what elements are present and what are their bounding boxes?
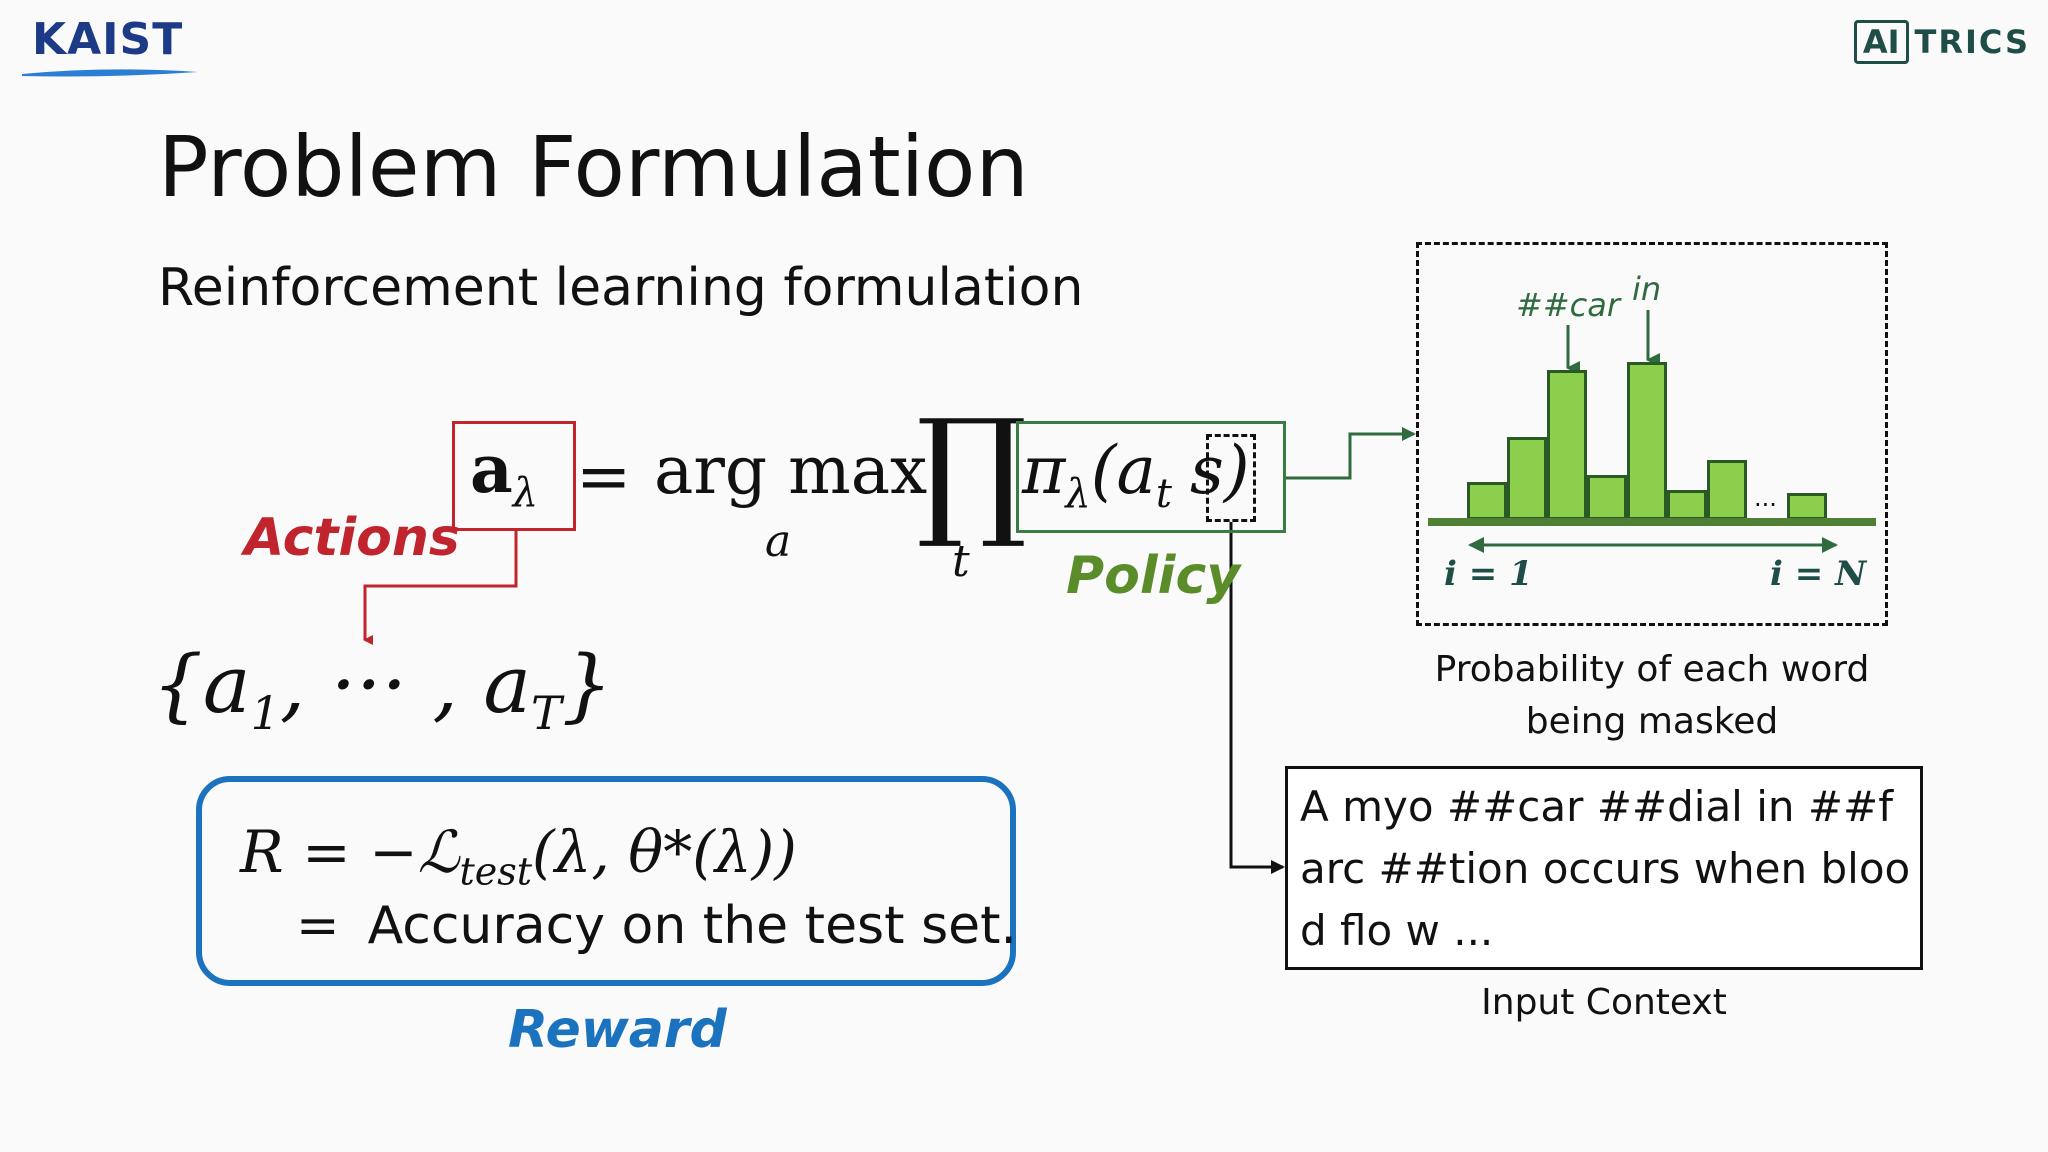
kaist-logo: KAIST <box>20 14 200 78</box>
argmax-subscript: a <box>765 516 792 567</box>
reward-label: Reward <box>508 1000 727 1060</box>
argmax-operator: arg max <box>654 432 928 509</box>
input-context-text: A myo ##car ##dial in ##farc ##tion occu… <box>1300 782 1911 955</box>
histogram-bar <box>1587 475 1627 520</box>
histogram-baseline <box>1428 518 1876 526</box>
actions-highlight-box <box>452 421 576 531</box>
histogram-bar <box>1507 437 1547 520</box>
kaist-logo-text: KAIST <box>32 14 184 65</box>
reward-box <box>196 776 1016 986</box>
policy-highlight-box <box>1016 421 1286 533</box>
actions-arrow <box>363 531 518 645</box>
histogram-caption: Probability of each word being masked <box>1416 644 1888 748</box>
histogram-bar <box>1707 460 1747 520</box>
policy-label: Policy <box>1066 546 1241 606</box>
index-start-label: i = 1 <box>1444 554 1533 594</box>
slide-title: Problem Formulation <box>158 118 1029 216</box>
reward-equation: R = −ℒtest(λ, θ*(λ)) <box>240 818 797 894</box>
product-operator: ∏ <box>916 390 1028 553</box>
histogram-label-in: in <box>1632 270 1662 308</box>
state-highlight-box <box>1206 434 1256 522</box>
slide-subtitle: Reinforcement learning formulation <box>158 258 1084 318</box>
histogram-bar <box>1667 490 1707 520</box>
aitrics-logo-text: TRICS <box>1914 23 2030 61</box>
policy-to-histogram-arrow <box>1286 427 1416 480</box>
histogram-bar <box>1467 482 1507 520</box>
histogram-label-car: ##car <box>1516 286 1620 324</box>
aitrics-logo-box: AI <box>1853 20 1909 64</box>
input-context-caption: Input Context <box>1481 982 1727 1023</box>
kaist-swoosh-icon <box>22 69 198 77</box>
histogram-bar <box>1787 493 1827 520</box>
action-symbol: aλ <box>470 430 539 517</box>
histogram-caption-line2: being masked <box>1525 701 1779 742</box>
equals-sign: = <box>576 438 632 515</box>
histogram-bar <box>1627 362 1667 520</box>
histogram-ellipsis: ... <box>1754 484 1777 512</box>
input-context-box <box>1285 766 1923 970</box>
reward-description: =Accuracy on the test set. <box>296 896 1018 956</box>
aitrics-logo: AI TRICS <box>1853 20 2030 64</box>
histogram-panel <box>1416 242 1888 626</box>
index-end-label: i = N <box>1770 554 1867 594</box>
product-subscript: t <box>952 536 970 587</box>
histogram-bar <box>1547 370 1587 520</box>
actions-label: Actions <box>244 508 460 568</box>
action-set: {a1, ··· , aT} <box>152 638 613 740</box>
state-to-context-arrow <box>1229 522 1285 874</box>
histogram-caption-line1: Probability of each word <box>1434 649 1870 690</box>
